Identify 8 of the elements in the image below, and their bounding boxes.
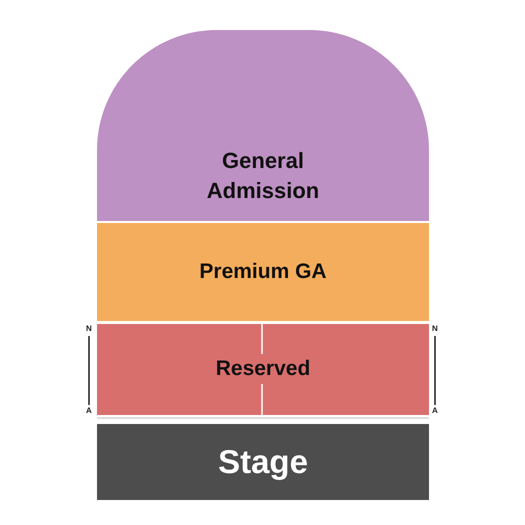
row-letter: A — [432, 407, 438, 415]
row-letter: A — [86, 407, 92, 415]
row-letter: N — [432, 325, 438, 333]
section-label: Stage — [218, 442, 308, 482]
section-label: General Admission — [206, 146, 320, 204]
section-label: Reserved — [216, 356, 310, 382]
section-label: Premium GA — [199, 258, 327, 285]
row-letter: N — [86, 325, 92, 333]
